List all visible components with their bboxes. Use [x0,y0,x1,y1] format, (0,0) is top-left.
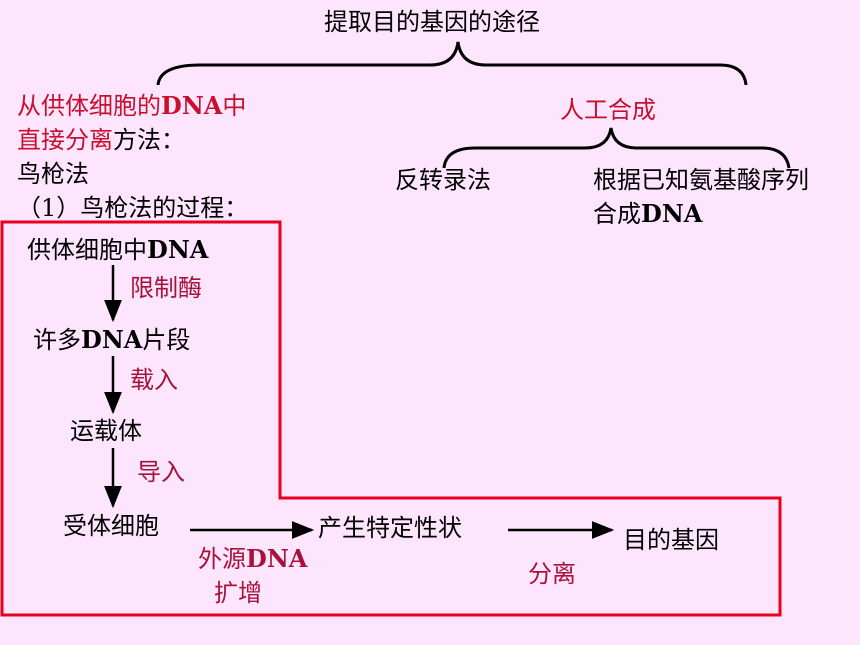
amino-acid-line1: 根据已知氨基酸序列 [593,166,809,194]
arrow-label-exogenous-dna: 外源DNA [198,544,308,574]
method-direct-line2: 直接分离方法： [17,126,185,154]
step-donor-text: 供体细胞中 [27,236,147,264]
arrow-label-import: 导入 [137,458,185,486]
amino-acid-dna: DNA [641,199,703,228]
step-fragments-text-a: 许多 [33,326,81,354]
method-direct-line1: 从供体细胞的DNA中 [17,91,247,121]
step-target-gene: 目的基因 [623,526,719,554]
step-recipient-cell: 受体细胞 [63,512,159,540]
step-dna-fragments: 许多DNA片段 [33,325,191,355]
shotgun-label: 鸟枪法 [17,160,89,188]
method-direct-text-c: 中 [222,92,247,120]
exogenous-dna: DNA [246,544,308,573]
step-fragments-dna: DNA [81,325,143,354]
reverse-transcription-label: 反转录法 [395,166,491,194]
top-brace [156,41,748,86]
second-brace [442,127,791,169]
step-donor-cell-dna: 供体细胞中DNA [27,235,209,265]
step-fragments-text-c: 片段 [142,326,191,354]
method-direct-isolate: 直接分离 [17,126,113,154]
amino-acid-synth: 合成 [593,200,641,228]
arrow-label-separate: 分离 [528,560,576,588]
arrow-label-amplify: 扩增 [214,579,262,607]
step-vector: 运载体 [70,417,142,445]
arrow-label-load: 载入 [130,366,178,394]
process-box [0,220,782,617]
amino-acid-line2: 合成DNA [593,199,703,229]
exogenous-text: 外源 [198,545,246,573]
step-specific-trait: 产生特定性状 [318,514,462,542]
step-donor-dna: DNA [147,235,209,264]
artificial-synthesis-label: 人工合成 [560,96,656,124]
method-direct-method: 方法： [113,126,185,154]
method-direct-dna: DNA [161,91,223,120]
arrow-label-restriction-enzyme: 限制酶 [130,274,202,302]
method-direct-text-a: 从供体细胞的 [17,92,161,120]
page-title: 提取目的基因的途径 [324,8,540,36]
shotgun-process-heading: （1）鸟枪法的过程： [17,194,249,222]
